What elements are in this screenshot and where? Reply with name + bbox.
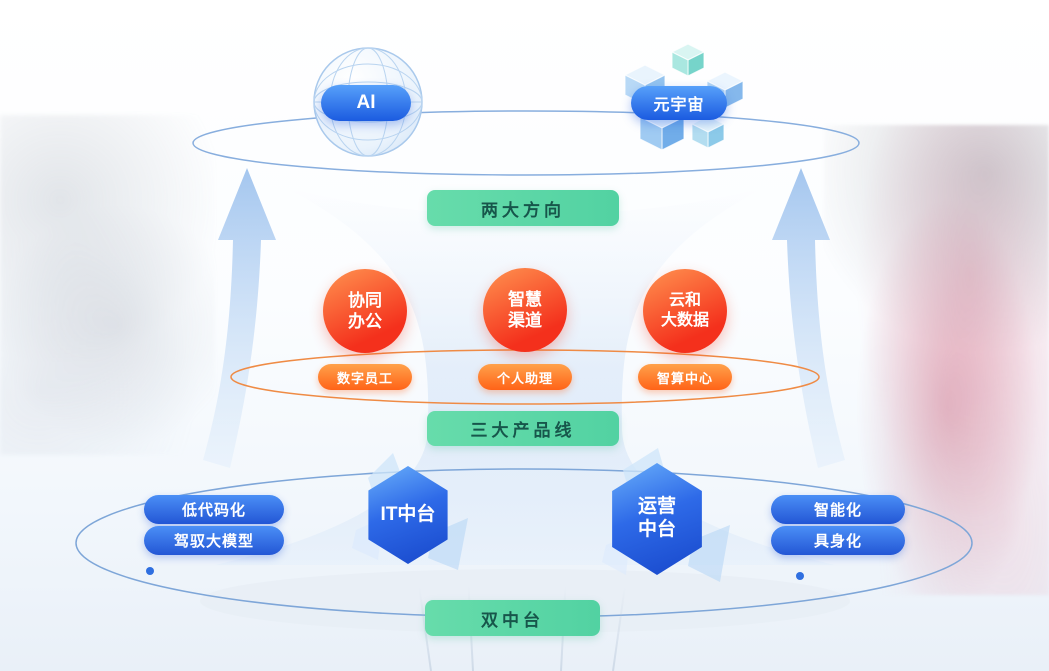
capability-tag-low-code: 低代码化 xyxy=(144,495,284,524)
product-circle-smart-channel: 智慧 渠道 xyxy=(483,268,567,352)
hexagon-operations-platform-label: 运营 中台 xyxy=(637,496,676,540)
capability-tag-intelligent: 智能化 xyxy=(771,495,905,524)
capability-tag-embodied: 具身化 xyxy=(771,526,905,555)
tier-badge-dual-platform: 双中台 xyxy=(425,600,600,636)
ellipse-dot xyxy=(146,567,154,575)
product-tag-personal-assistant: 个人助理 xyxy=(478,364,572,390)
product-circle-collaborative-office: 协同 办公 xyxy=(323,269,407,353)
right-up-arrow xyxy=(772,168,845,468)
top-tier-ellipse xyxy=(192,110,860,176)
tier-badge-two-directions: 两大方向 xyxy=(427,190,619,226)
hexagon-it-platform-label: IT中台 xyxy=(380,503,436,525)
ellipse-dot xyxy=(796,572,804,580)
capability-tag-large-model: 驾驭大模型 xyxy=(144,526,284,555)
product-circle-cloud-bigdata: 云和 大数据 xyxy=(643,269,727,353)
ai-badge: AI xyxy=(321,85,411,121)
tier-badge-three-product-lines: 三大产品线 xyxy=(427,411,619,446)
product-tag-computing-center: 智算中心 xyxy=(638,364,732,390)
left-up-arrow xyxy=(203,168,276,468)
product-tag-digital-employee: 数字员工 xyxy=(318,364,412,390)
metaverse-badge: 元宇宙 xyxy=(631,86,727,120)
